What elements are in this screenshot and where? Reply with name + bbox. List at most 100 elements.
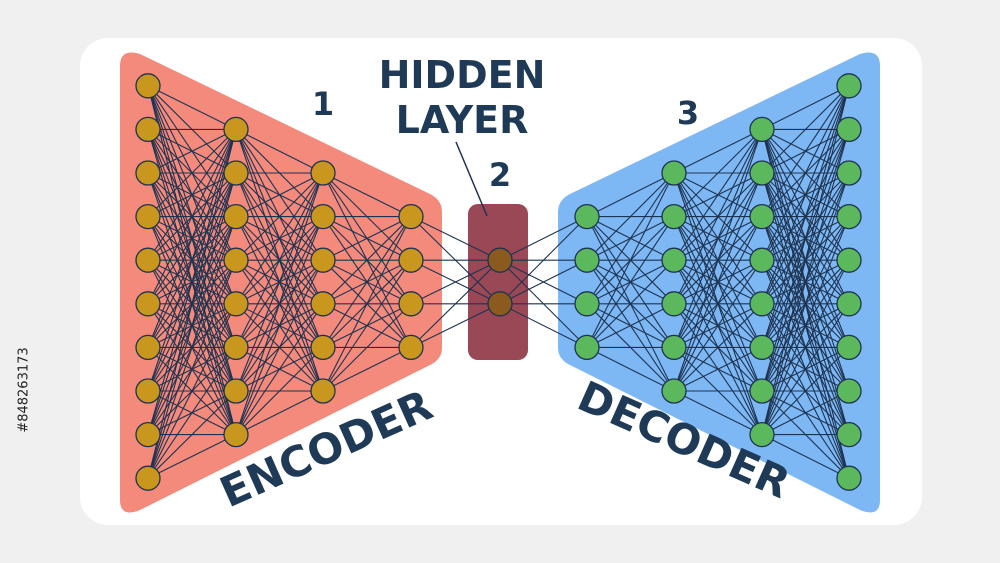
connection-line [586, 172, 675, 261]
decoder-node [836, 247, 862, 273]
encoder-node [223, 203, 249, 230]
connection-line [147, 434, 237, 479]
encoder-node [135, 73, 161, 99]
connection-line [761, 85, 850, 174]
connection-line [235, 172, 324, 261]
decoder-node [836, 378, 862, 404]
decoder-node [661, 203, 687, 230]
connection-line [147, 129, 237, 261]
decoder-node [749, 247, 775, 273]
connection-line [673, 172, 763, 392]
encoder-node [310, 247, 336, 273]
decoder-node [749, 291, 775, 317]
connection-line [761, 85, 850, 130]
connection-line [761, 347, 850, 435]
connection-line [586, 172, 675, 348]
encoder-node [310, 378, 336, 404]
hidden-node [487, 247, 513, 273]
connection-line [235, 128, 324, 174]
connection-line [147, 129, 237, 217]
connection-line [761, 434, 850, 479]
decoder-node [574, 247, 600, 273]
encoder-node [135, 465, 161, 491]
connection-line [586, 259, 675, 348]
decoder-node [836, 203, 862, 230]
decoder-node [836, 116, 862, 143]
connection-line [673, 129, 763, 305]
connection-line [586, 216, 675, 348]
hidden-label-line1: HIDDEN [379, 53, 546, 97]
connection-line [673, 129, 763, 392]
encoder-node [135, 247, 161, 273]
decoder-node [836, 465, 862, 491]
connection-line [322, 172, 412, 218]
connection-line [761, 85, 850, 261]
encoder-node [223, 378, 249, 404]
decoder-node [749, 116, 775, 143]
decoder-node [749, 334, 775, 361]
decoder-node [574, 334, 600, 361]
connection-line [147, 172, 237, 479]
connection-line [147, 129, 237, 348]
connection-line [235, 216, 324, 435]
encoder-node [223, 291, 249, 317]
connection-line [322, 216, 412, 392]
connection-line [673, 129, 763, 217]
encoder-node [135, 378, 161, 404]
encoder-node [135, 334, 161, 361]
encoder-node [223, 421, 249, 448]
connection-edges [147, 85, 850, 479]
connection-line [586, 303, 675, 348]
connection-line [235, 172, 324, 392]
connection-line [761, 129, 850, 435]
encoder-node [310, 291, 336, 317]
connection-line [673, 303, 763, 392]
connection-line [761, 85, 850, 392]
connection-line [322, 216, 412, 261]
decoder-node [749, 160, 775, 186]
connection-line [322, 259, 412, 392]
connection-line [147, 303, 237, 479]
connection-line [147, 129, 237, 305]
encoder-node [135, 291, 161, 317]
connection-line [147, 129, 237, 392]
encoder-node [398, 291, 424, 317]
connection-line [499, 216, 588, 305]
connection-line [761, 390, 850, 436]
hidden-node [487, 291, 513, 317]
connection-line [761, 85, 850, 348]
connection-line [322, 216, 412, 305]
encoder-node [310, 160, 336, 186]
encoder-node [310, 203, 336, 230]
connection-line [761, 216, 850, 435]
decoder-node [749, 421, 775, 448]
hidden-pointer-line [455, 141, 488, 217]
encoder-node [135, 203, 161, 230]
connection-line [761, 85, 850, 435]
connection-line [235, 172, 324, 348]
connection-line [410, 259, 501, 348]
decoder-node [836, 421, 862, 448]
connection-line [235, 303, 324, 435]
decoder-node [836, 334, 862, 361]
encoder-node [398, 247, 424, 273]
connection-line [499, 216, 588, 261]
connection-line [235, 259, 324, 435]
stock-id-text: #848263173 [16, 347, 32, 433]
decoder-node [661, 291, 687, 317]
encoder-node [223, 160, 249, 186]
decoder-node [661, 378, 687, 404]
encoder-node [135, 421, 161, 448]
decoder-node [836, 160, 862, 186]
connection-line [410, 259, 501, 305]
encoder-node [223, 334, 249, 361]
connection-line [147, 347, 237, 479]
encoder-node [135, 116, 161, 143]
connection-line [586, 172, 675, 218]
connection-line [147, 259, 237, 479]
decoder-node [749, 203, 775, 230]
connection-line [673, 129, 763, 261]
connection-line [673, 129, 763, 348]
connection-line [761, 85, 850, 217]
